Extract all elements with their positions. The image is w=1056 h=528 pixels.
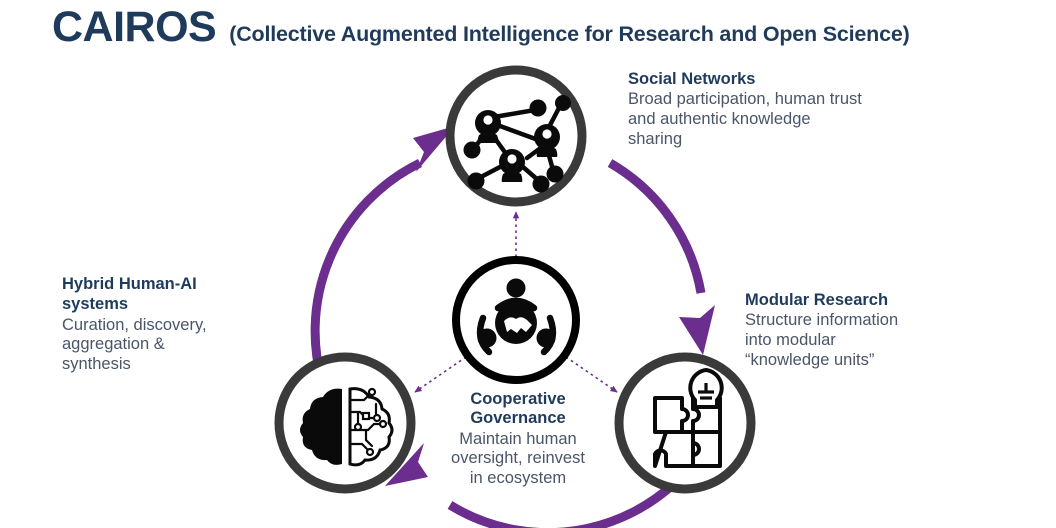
- callout-body-line: aggregation &: [62, 335, 165, 354]
- callout-title: systems: [62, 295, 129, 314]
- callout-body-line: “knowledge units”: [745, 350, 875, 369]
- callout-body-line: sharing: [628, 129, 683, 148]
- social-network-icon: [463, 95, 571, 193]
- spoke-center-to-modular: [565, 356, 618, 393]
- title-expansion: (Collective Augmented Intelligence for R…: [229, 22, 910, 46]
- callout-title: Social Networks: [628, 70, 756, 88]
- callout-modular-research: Modular Research Structure information i…: [745, 291, 1045, 371]
- person-node: [534, 124, 560, 157]
- callout-body-line: into modular: [745, 331, 836, 350]
- person-node: [475, 110, 501, 143]
- callout-title: Hybrid Human-AI: [62, 275, 197, 293]
- node-social-networks[interactable]: [445, 65, 587, 207]
- callout-body-line: oversight, reinvest: [451, 449, 585, 468]
- cooperative-governance-handshake-icon: [476, 278, 557, 356]
- callout-title: Modular Research: [745, 291, 889, 309]
- spoke-center-to-hybrid: [414, 356, 467, 393]
- callout-body-line: Curation, discovery,: [62, 315, 207, 334]
- page-title: CAIROS (Collective Augmented Intelligenc…: [52, 6, 910, 49]
- node-hybrid-human-ai[interactable]: [274, 352, 416, 494]
- callout-body-line: Maintain human: [459, 429, 577, 448]
- callout-body-line: Structure information: [745, 311, 899, 330]
- brain-circuit-icon: [300, 387, 394, 467]
- arc-social-to-modular: [607, 159, 715, 355]
- person-node: [499, 149, 525, 182]
- arc-hybrid-to-social: [310, 126, 455, 393]
- callout-body-line: Broad participation, human trust: [628, 90, 862, 109]
- title-acronym: CAIROS: [52, 3, 217, 51]
- puzzle-lightbulb-icon: [653, 368, 724, 468]
- callout-hybrid-human-ai: Hybrid Human-AI systems Curation, discov…: [62, 275, 297, 375]
- node-cooperative-governance[interactable]: [452, 256, 580, 384]
- node-modular-research[interactable]: [614, 352, 756, 494]
- callout-social-networks: Social Networks Broad participation, hum…: [628, 70, 938, 150]
- callout-body-line: synthesis: [62, 355, 131, 374]
- callout-body-line: and authentic knowledge: [628, 110, 811, 129]
- callout-body-line: in ecosystem: [469, 469, 567, 488]
